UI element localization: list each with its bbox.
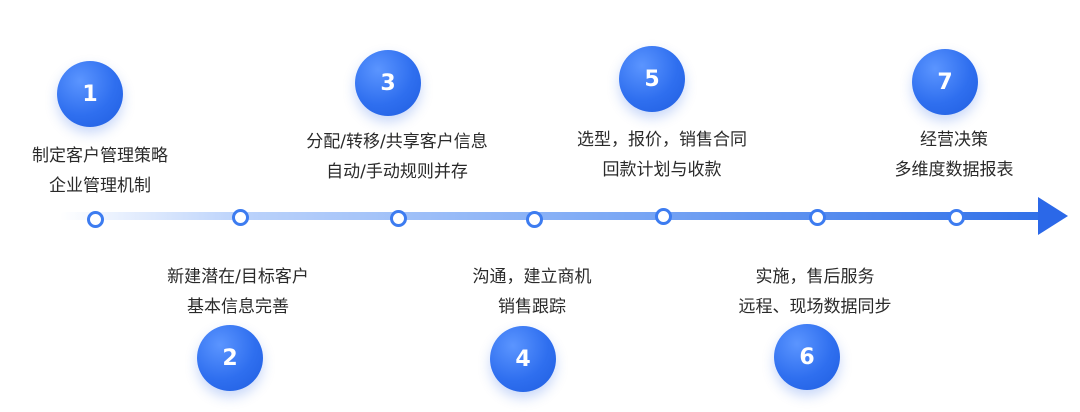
step-label-6: 实施，售后服务 远程、现场数据同步 [739,262,892,322]
step-2-line-2: 基本信息完善 [186,297,289,317]
step-6-line-2: 远程、现场数据同步 [738,297,892,317]
timeline-node-2 [232,209,249,226]
step-badge-5: 5 [619,46,685,112]
timeline-node-6 [809,209,826,226]
step-badge-4: 4 [490,326,556,392]
timeline-node-4 [526,211,543,228]
timeline-arrow-icon [1038,197,1068,235]
step-badge-6: 6 [774,324,840,390]
timeline-node-3 [390,210,407,227]
step-label-5: 选型，报价，销售合同 回款计划与收款 [577,125,747,185]
timeline-node-1 [87,211,104,228]
step-label-3: 分配/转移/共享客户信息 自动/手动规则并存 [306,127,487,187]
timeline-node-5 [655,208,672,225]
step-7-line-2: 多维度数据报表 [894,160,1014,180]
step-badge-3: 3 [355,50,421,116]
step-label-2: 新建潜在/目标客户 基本信息完善 [167,262,309,322]
step-3-line-1: 分配/转移/共享客户信息 [306,132,488,152]
step-6-line-1: 实施，售后服务 [755,267,875,287]
step-label-1: 制定客户管理策略 企业管理机制 [32,141,168,201]
step-4-line-2: 销售跟踪 [498,297,566,317]
step-label-4: 沟通，建立商机 销售跟踪 [473,262,592,322]
step-5-line-1: 选型，报价，销售合同 [577,130,747,150]
step-badge-2: 2 [197,325,263,391]
step-1-line-2: 企业管理机制 [49,176,151,196]
step-4-line-1: 沟通，建立商机 [472,267,592,287]
step-7-line-1: 经营决策 [920,130,988,150]
step-2-line-1: 新建潜在/目标客户 [167,267,309,287]
step-3-line-2: 自动/手动规则并存 [326,162,468,182]
step-5-line-2: 回款计划与收款 [602,160,722,180]
step-badge-7: 7 [912,49,978,115]
step-label-7: 经营决策 多维度数据报表 [895,125,1014,185]
step-1-line-1: 制定客户管理策略 [32,146,168,166]
timeline-line [60,212,1050,220]
timeline-node-7 [948,209,965,226]
step-badge-1: 1 [57,61,123,127]
